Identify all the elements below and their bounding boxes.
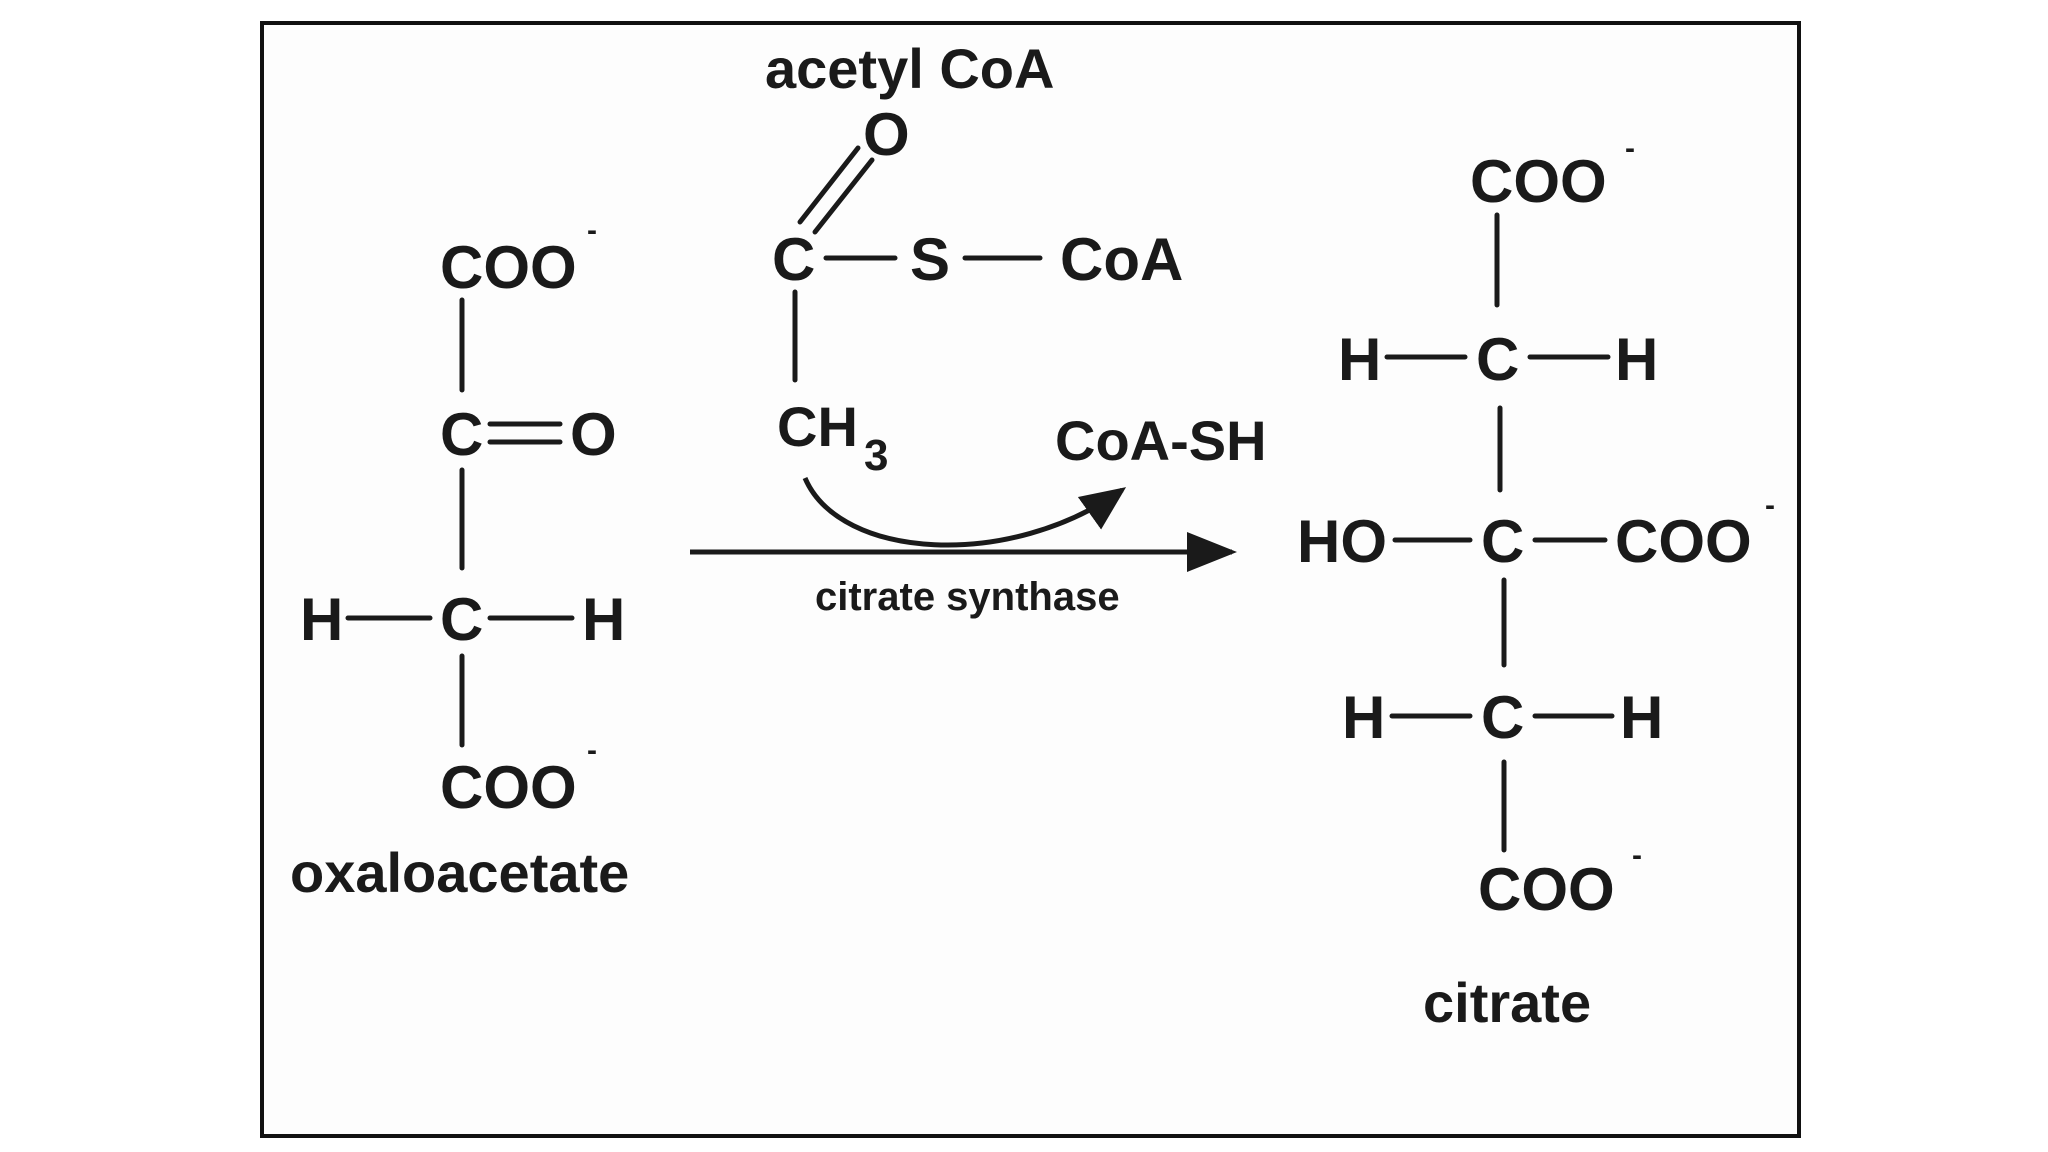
acetyl-coa-oxygen: O: [863, 101, 910, 168]
citrate-c1-left-h: H: [1338, 326, 1381, 393]
oxaloacetate-right-h: H: [582, 586, 625, 653]
oxaloacetate-structure: COO - C O H C H COO - oxaloacetate: [290, 214, 629, 904]
oxaloacetate-bottom-charge: -: [587, 734, 597, 767]
coa-sh-byproduct: CoA-SH: [1055, 409, 1267, 472]
citrate-c1: C: [1476, 326, 1519, 393]
acetyl-coa-sulfur: S: [910, 226, 950, 293]
acetyl-coa-double-bond-b: [812, 157, 875, 235]
citrate-bottom-coo: COO: [1478, 856, 1615, 923]
acetyl-coa-double-bond-a: [797, 145, 861, 225]
acetyl-coa-structure: acetyl CoA O C S CoA CH 3: [765, 37, 1183, 480]
acetyl-coa-coa: CoA: [1060, 226, 1183, 293]
oxaloacetate-bottom-coo: COO: [440, 754, 577, 821]
oxaloacetate-label: oxaloacetate: [290, 841, 629, 904]
oxaloacetate-top-charge: -: [587, 214, 597, 247]
citrate-c2-coo: COO: [1615, 508, 1752, 575]
citrate-structure: COO - H C H HO C COO - H C H COO - citra…: [1297, 132, 1775, 1034]
oxaloacetate-ch2-carbon: C: [440, 586, 483, 653]
citrate-c2: C: [1481, 508, 1524, 575]
citrate-c1-right-h: H: [1615, 326, 1658, 393]
oxaloacetate-carbonyl-carbon: C: [440, 401, 483, 468]
acetyl-coa-methyl-subscript: 3: [864, 431, 888, 480]
oxaloacetate-top-coo: COO: [440, 234, 577, 301]
citrate-bottom-charge: -: [1632, 839, 1642, 872]
citrate-hydroxyl: HO: [1297, 508, 1387, 575]
oxaloacetate-carbonyl-oxygen: O: [570, 401, 617, 468]
oxaloacetate-left-h: H: [300, 586, 343, 653]
coa-release-curved-arrow: [802, 477, 1127, 548]
citrate-top-coo: COO: [1470, 148, 1607, 215]
acetyl-coa-methyl: CH: [777, 395, 858, 458]
acetyl-coa-carbon: C: [772, 226, 815, 293]
citrate-c3: C: [1481, 684, 1524, 751]
citrate-top-charge: -: [1625, 132, 1635, 165]
enzyme-label: citrate synthase: [815, 575, 1120, 619]
citrate-c3-right-h: H: [1620, 684, 1663, 751]
citrate-c2-charge: -: [1765, 489, 1775, 522]
diagram-frame: [260, 21, 1801, 1138]
citrate-label: citrate: [1423, 971, 1591, 1034]
reaction-arrow-group: CoA-SH citrate synthase: [690, 409, 1267, 619]
acetyl-coa-label: acetyl CoA: [765, 37, 1054, 100]
citrate-c3-left-h: H: [1342, 684, 1385, 751]
